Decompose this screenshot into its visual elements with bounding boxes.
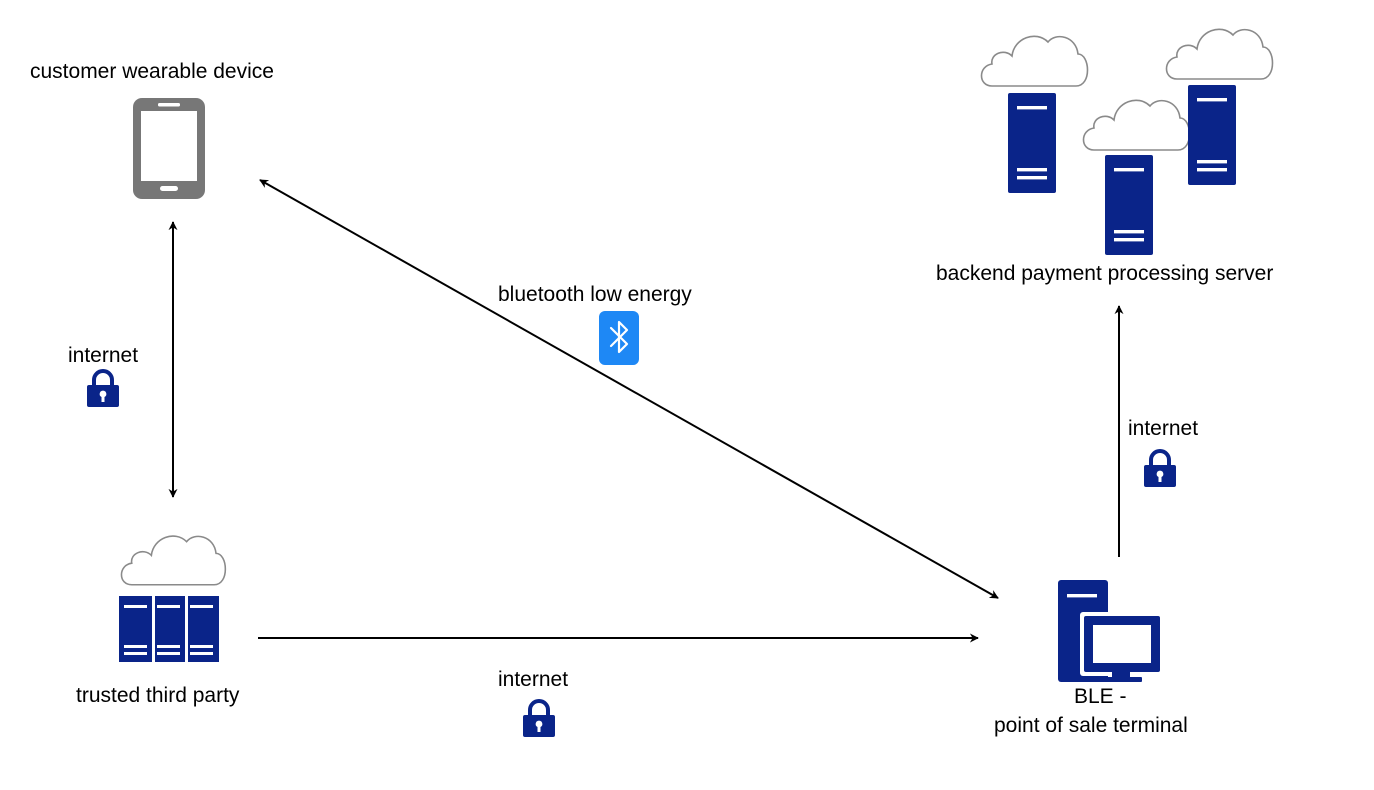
connection-label-internet-left: internet xyxy=(68,344,139,367)
smartphone-icon xyxy=(133,98,205,199)
cloud-servers-icon xyxy=(980,28,1274,255)
lock-icon xyxy=(521,699,557,739)
server-rack-cloud-icon xyxy=(119,535,227,662)
arrow-wearable-pos xyxy=(259,179,999,599)
bluetooth-icon xyxy=(599,311,639,365)
pos-terminal-icon xyxy=(1058,580,1164,682)
lock-icon xyxy=(85,369,121,409)
trusted-third-party-label: trusted third party xyxy=(76,684,240,707)
connection-label-bluetooth: bluetooth low energy xyxy=(498,283,692,306)
pos-terminal-label-line1: BLE - xyxy=(1074,685,1127,708)
connection-label-internet-bottom: internet xyxy=(498,668,569,691)
connection-label-internet-right: internet xyxy=(1128,417,1199,440)
wearable-device-label: customer wearable device xyxy=(30,60,274,83)
backend-server-label: backend payment processing server xyxy=(936,262,1274,285)
pos-terminal-label-line2: point of sale terminal xyxy=(994,714,1188,737)
lock-icon xyxy=(1142,449,1178,489)
